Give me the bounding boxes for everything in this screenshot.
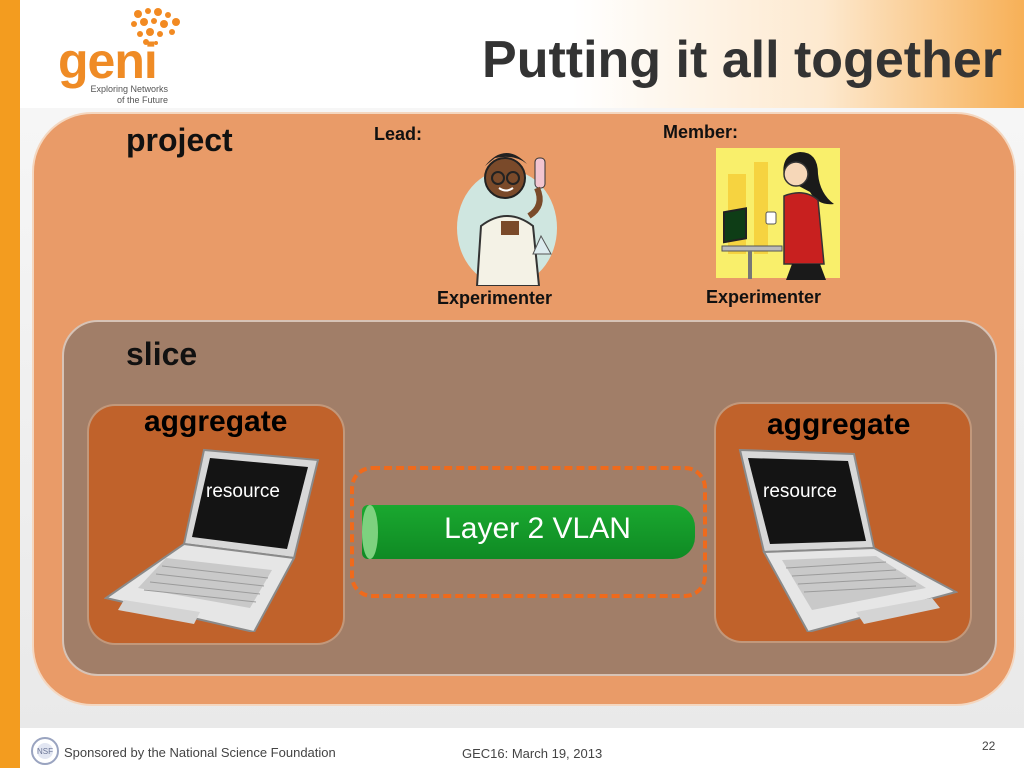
vlan-link-label: Layer 2 VLAN xyxy=(444,512,631,545)
project-label: project xyxy=(126,122,233,158)
vlan-link-bar xyxy=(362,505,695,559)
resource-label-right: resource xyxy=(763,481,837,502)
logo-tagline: Exploring Networks of the Future xyxy=(88,84,168,106)
slice-label: slice xyxy=(126,336,198,372)
member-label: Member: xyxy=(663,122,739,142)
logo-dots-icon xyxy=(131,8,180,45)
resource-label-left: resource xyxy=(206,481,280,502)
lead-experimenter-illustration-icon xyxy=(457,152,557,286)
aggregate-label-right: aggregate xyxy=(767,408,911,441)
aggregate-label-left: aggregate xyxy=(144,405,288,438)
svg-text:NSF: NSF xyxy=(37,747,53,756)
logo-tagline-line2: of the Future xyxy=(116,95,168,105)
laptop-left-icon xyxy=(104,448,320,632)
vlan-dashed-outline xyxy=(350,466,707,598)
logo-tagline-line1: Exploring Networks xyxy=(90,84,168,94)
slide-title: Putting it all together xyxy=(482,31,1002,89)
member-caption: Experimenter xyxy=(706,287,822,307)
left-accent-bar xyxy=(0,0,20,768)
vlan-link-cap xyxy=(362,505,378,559)
footer-event: GEC16: March 19, 2013 xyxy=(462,746,603,761)
laptop-right-icon xyxy=(738,448,958,632)
lead-label: Lead: xyxy=(374,124,423,144)
page-number: 22 xyxy=(982,739,996,753)
nsf-seal-icon: NSF xyxy=(31,737,59,765)
title-band xyxy=(20,0,1024,108)
logo-wordmark: geni xyxy=(58,33,158,89)
geni-logo: geni Exploring Networks of the Future xyxy=(52,6,202,106)
member-experimenter-illustration-icon xyxy=(716,148,840,280)
footer-sponsor: Sponsored by the National Science Founda… xyxy=(64,745,336,760)
lead-caption: Experimenter xyxy=(437,288,553,308)
